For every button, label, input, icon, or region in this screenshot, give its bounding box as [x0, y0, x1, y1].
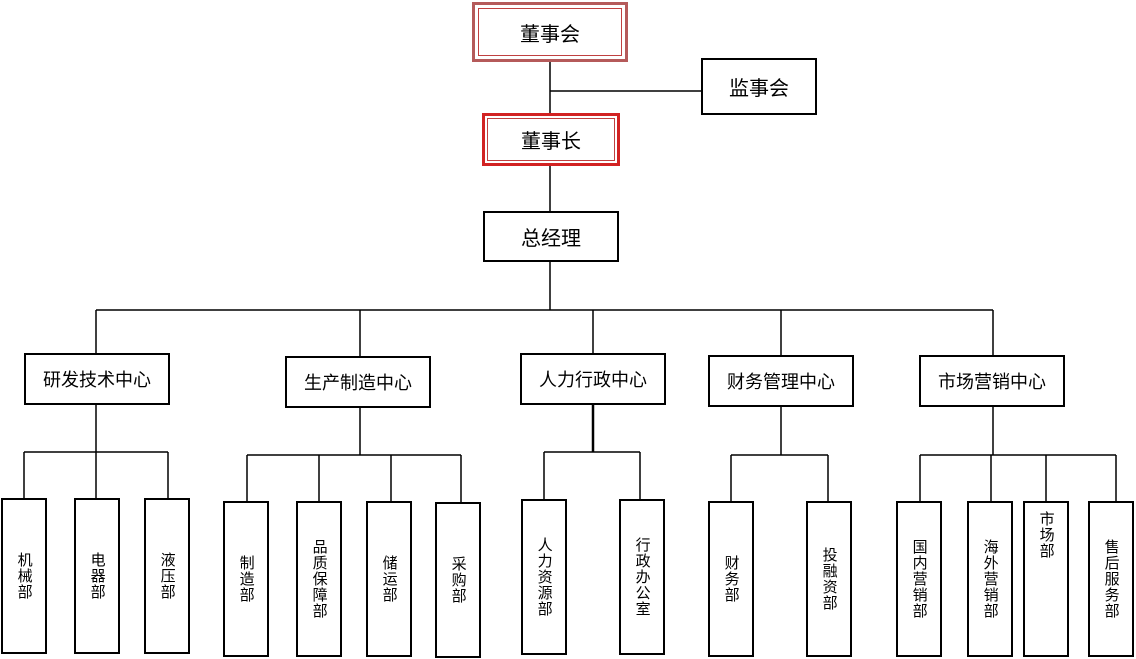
board-box-frame [472, 2, 628, 62]
center-marketing: 市场营销中心 [919, 355, 1065, 407]
supervisors-box: 监事会 [701, 58, 817, 115]
dept-manufacturing: 制造部 [223, 501, 269, 657]
center-label: 人力行政中心 [539, 370, 647, 391]
supervisors-label: 监事会 [729, 76, 789, 100]
dept-logistics: 储运部 [366, 501, 412, 657]
center-rd: 研发技术中心 [24, 353, 170, 405]
dept-human-resources: 人力资源部 [521, 499, 567, 655]
dept-hydraulic: 液压部 [144, 498, 190, 654]
chairman-box-frame [482, 113, 620, 166]
dept-market: 市场部 [1023, 501, 1069, 657]
center-hr-admin: 人力行政中心 [520, 353, 666, 405]
chairman-box: 董事长 [487, 118, 615, 161]
dept-admin-office: 行政办公室 [619, 499, 665, 655]
center-label: 市场营销中心 [938, 372, 1046, 393]
dept-overseas-sales: 海外营销部 [967, 501, 1013, 657]
dept-electrical: 电器部 [74, 498, 120, 654]
center-label: 生产制造中心 [304, 373, 412, 394]
center-label: 财务管理中心 [727, 372, 835, 393]
dept-domestic-sales: 国内营销部 [896, 501, 942, 657]
gm-label: 总经理 [521, 226, 581, 250]
dept-investment: 投融资部 [806, 501, 852, 657]
board-box: 董事会 [478, 8, 622, 56]
dept-finance: 财务部 [708, 501, 754, 657]
dept-mechanical: 机械部 [1, 498, 47, 654]
dept-after-sales: 售后服务部 [1088, 501, 1134, 657]
center-label: 研发技术中心 [43, 370, 151, 391]
center-production: 生产制造中心 [285, 356, 431, 408]
gm-box: 总经理 [483, 211, 619, 262]
dept-quality: 品质保障部 [296, 501, 342, 657]
chairman-label: 董事长 [521, 129, 581, 153]
board-label: 董事会 [520, 21, 580, 46]
center-finance: 财务管理中心 [708, 355, 854, 407]
dept-purchasing: 采购部 [435, 502, 481, 658]
